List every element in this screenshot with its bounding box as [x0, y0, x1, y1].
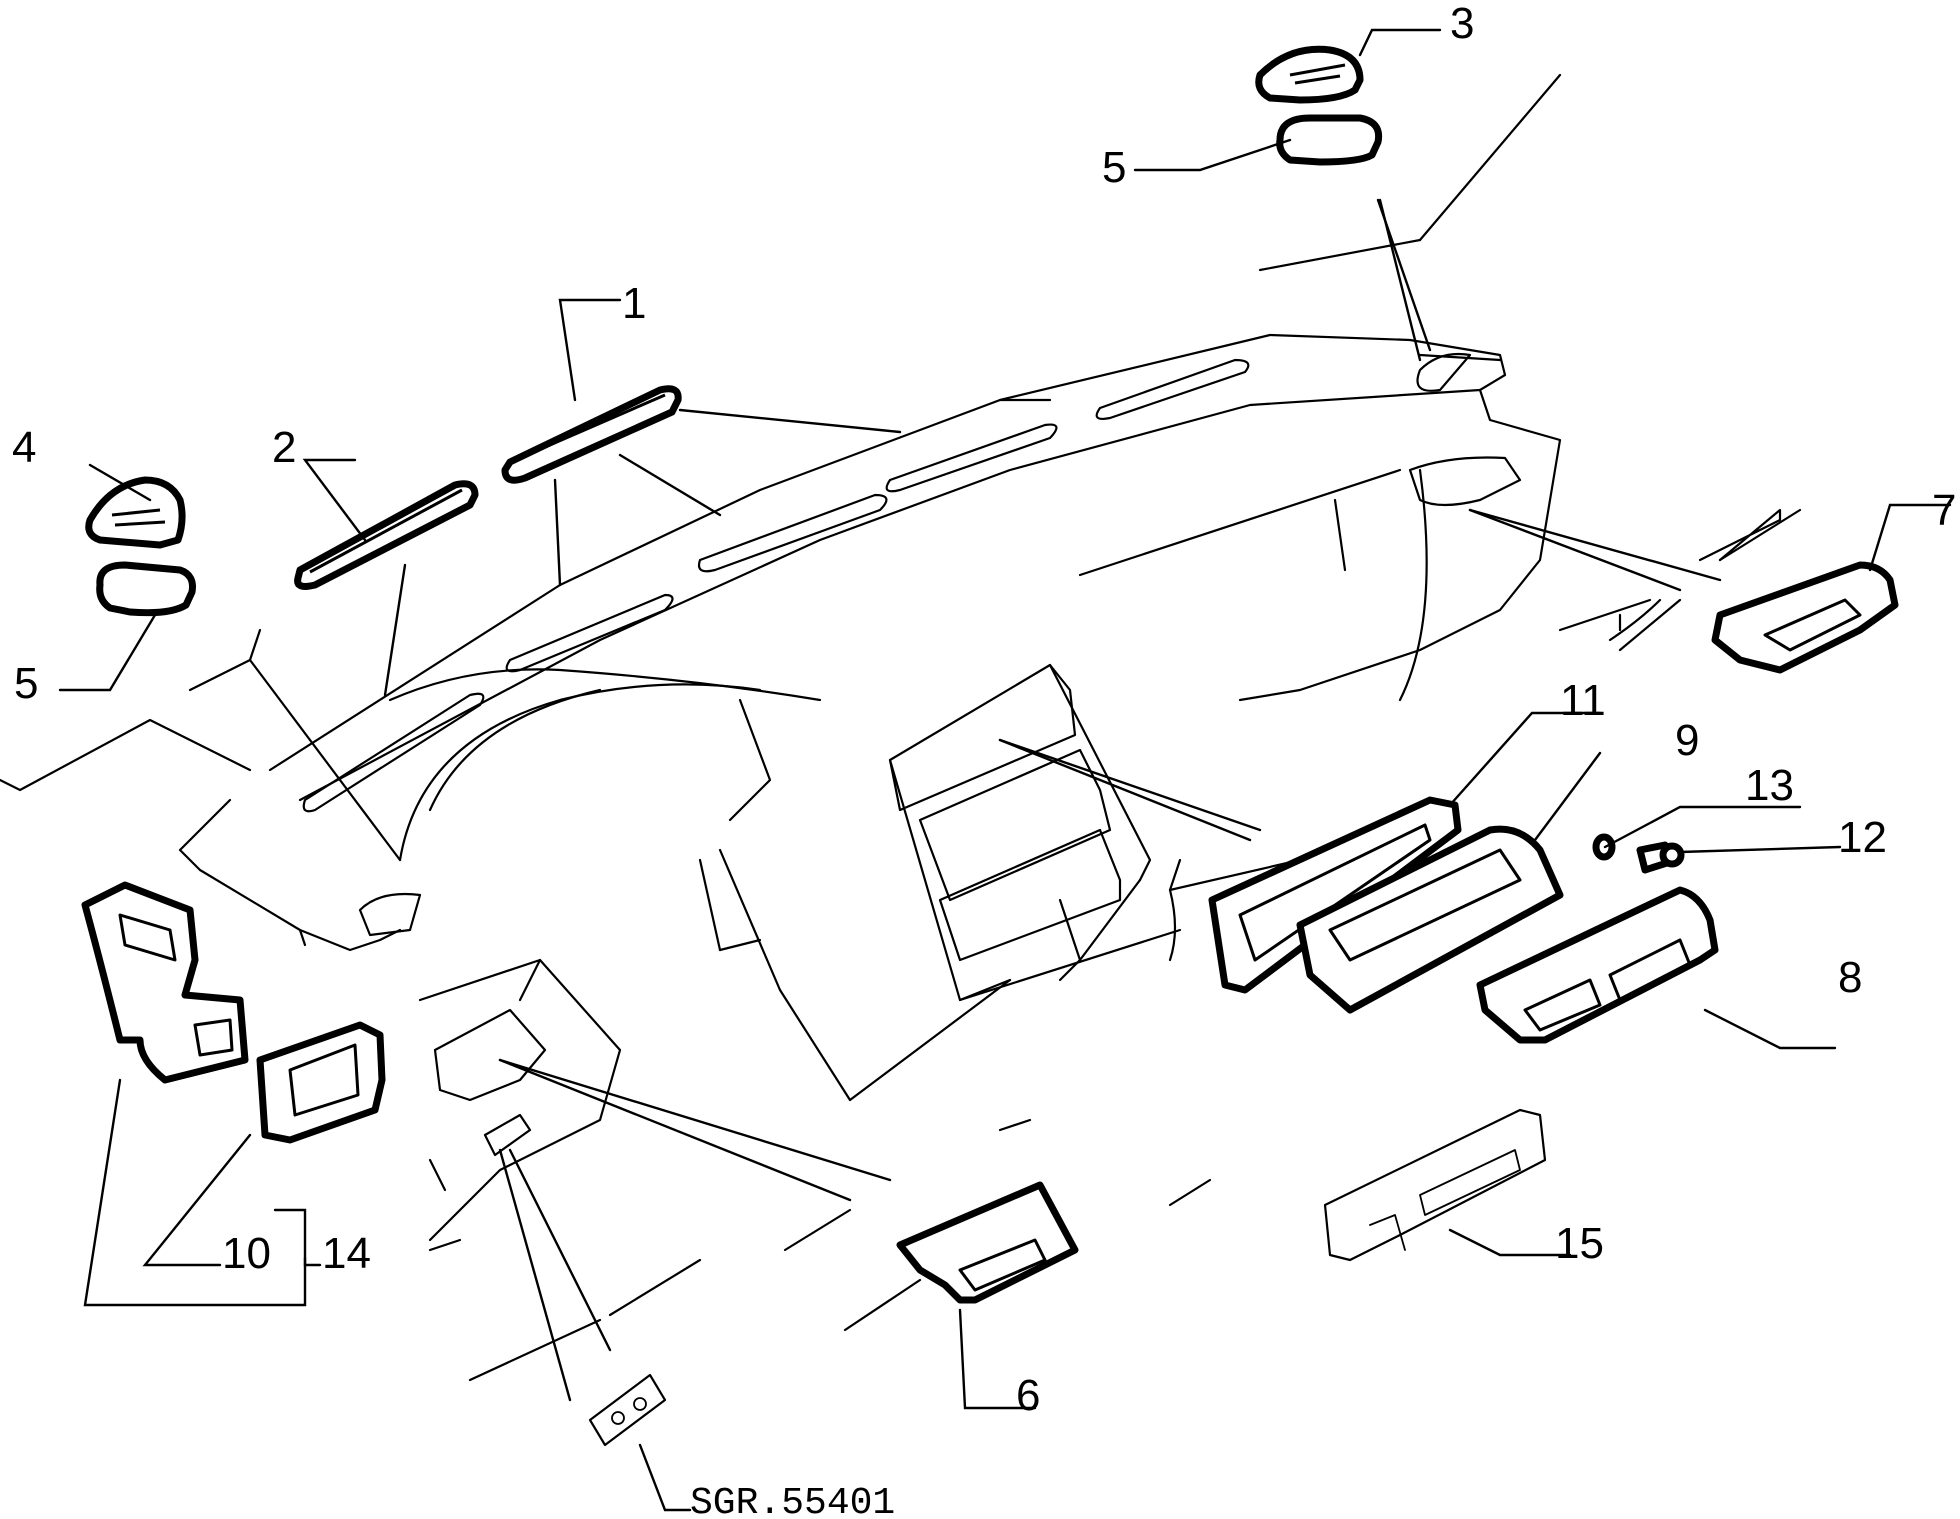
- label-10: 10: [222, 1229, 271, 1278]
- switch-part: [588, 1373, 667, 1447]
- label-1: 1: [622, 279, 646, 328]
- part-2-grille: [294, 480, 479, 590]
- part-15-display: [1323, 1108, 1547, 1262]
- label-5-left: 5: [14, 659, 38, 708]
- label-9: 9: [1675, 716, 1699, 765]
- label-2: 2: [272, 423, 296, 472]
- label-12: 12: [1838, 813, 1887, 862]
- part-7-vent: [1711, 561, 1899, 674]
- part-8-vent: [1476, 886, 1719, 1044]
- label-3: 3: [1450, 0, 1474, 48]
- label-13: 13: [1745, 761, 1794, 810]
- label-15: 15: [1555, 1219, 1604, 1268]
- part-4-vent: [85, 476, 186, 549]
- label-7: 7: [1932, 486, 1956, 535]
- part-12-screw: [1636, 841, 1685, 874]
- label-14: 14: [322, 1229, 371, 1278]
- drawing-code: SGR.55401: [690, 1482, 895, 1519]
- part-10-duct: [81, 881, 249, 1084]
- part-14-frame: [256, 1021, 386, 1144]
- label-6: 6: [1016, 1371, 1040, 1420]
- label-8: 8: [1838, 953, 1862, 1002]
- part-5-seal-top: [1276, 114, 1383, 166]
- part-5-seal-left: [96, 561, 196, 617]
- leader-lines: [58, 28, 1952, 1512]
- part-6-vent: [896, 1181, 1079, 1304]
- dashboard-outline: [0, 73, 1802, 1382]
- part-9-housing: [1296, 825, 1564, 1014]
- part-1-grille: [501, 385, 682, 484]
- part-11-frame: [1208, 796, 1462, 994]
- label-5-top: 5: [1102, 143, 1126, 192]
- callout-labels: 1 2 3 4 5 5 6 7 8 9 10 11 12 13 14 15 SG…: [12, 0, 1956, 1519]
- part-3-vent: [1255, 45, 1364, 104]
- dashboard-top-slots: [302, 352, 1472, 813]
- label-11: 11: [1560, 676, 1606, 725]
- label-4: 4: [12, 423, 36, 472]
